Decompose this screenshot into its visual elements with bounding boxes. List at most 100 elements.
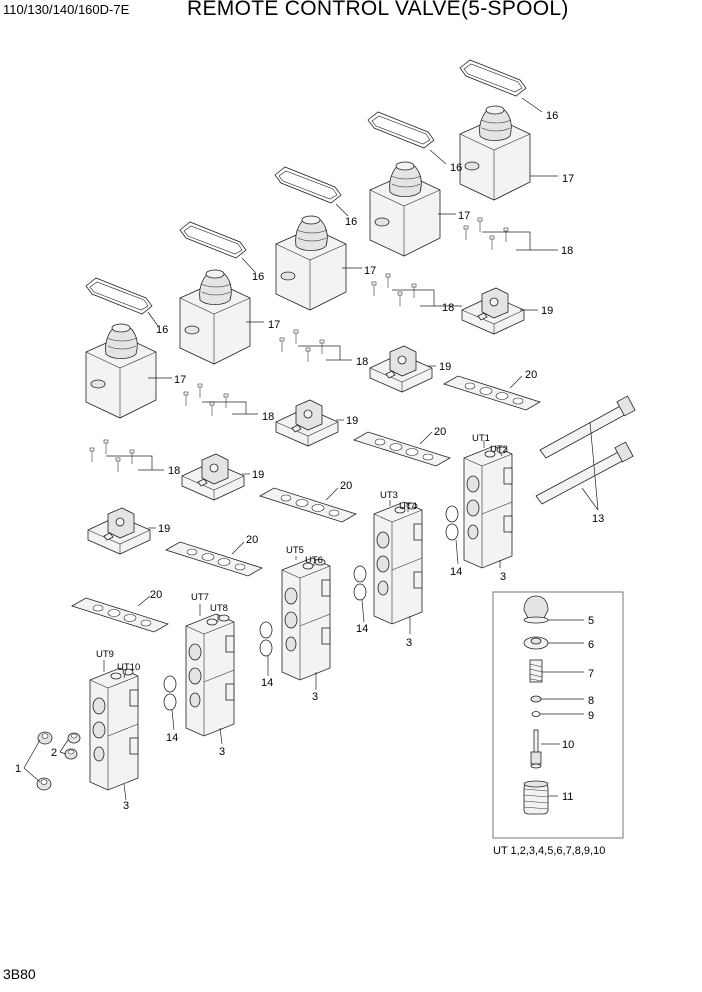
callout-17-b: 17: [458, 210, 470, 222]
port-ut5: UT5: [286, 545, 304, 556]
callout-2: 2: [51, 747, 57, 759]
callout-18-a: 18: [561, 245, 573, 257]
valve-body-3-e: [89, 667, 139, 791]
callout-18-b: 18: [442, 302, 454, 314]
callout-14-b: 14: [356, 623, 368, 635]
callout-3-e: 3: [123, 800, 129, 812]
callout-19-a: 19: [541, 305, 553, 317]
valve-body-3-d: [185, 613, 235, 737]
callout-5: 5: [588, 615, 594, 627]
bracket-19-c: [275, 399, 339, 447]
nut-1-b: [36, 777, 52, 791]
callout-16-d: 16: [252, 271, 264, 283]
callout-17-c: 17: [364, 265, 376, 277]
port-ut8: UT8: [210, 603, 228, 614]
callout-17-d: 17: [268, 319, 280, 331]
inset-leaders: [540, 619, 584, 797]
callout-16-e: 16: [156, 324, 168, 336]
callout-3-b: 3: [406, 637, 412, 649]
plate-20-a: [443, 375, 541, 411]
spring-11: [523, 780, 549, 815]
callout-1: 1: [15, 763, 21, 775]
valve-body-3-b: [373, 501, 423, 625]
callout-9: 9: [588, 710, 594, 722]
callout-13: 13: [592, 513, 604, 525]
cap-5: [523, 595, 549, 624]
callout-18-d: 18: [262, 411, 274, 423]
callout-17-a: 17: [562, 173, 574, 185]
callout-11: 11: [562, 791, 573, 803]
callout-19-d: 19: [252, 469, 264, 481]
bracket-19-a: [461, 287, 525, 335]
bracket-19-d: [181, 453, 245, 501]
callout-18-e: 18: [168, 465, 180, 477]
orings-14-a: [445, 505, 459, 541]
gasket-16-b: [367, 111, 435, 149]
orings-14-d: [163, 675, 177, 711]
model-number: 110/130/140/160D-7E: [3, 2, 130, 17]
callout-20-d: 20: [246, 534, 258, 546]
bracket-19-e: [87, 507, 151, 555]
callout-20-c: 20: [340, 480, 352, 492]
boot-17-b: [369, 161, 441, 257]
washer-8: [530, 695, 542, 703]
orings-14-c: [259, 621, 273, 657]
seat-6: [523, 636, 549, 650]
callout-17-e: 17: [174, 374, 186, 386]
bracket-19-b: [369, 345, 433, 393]
callout-20-e: 20: [150, 589, 162, 601]
bolts-18-a: [463, 217, 509, 251]
gasket-16-d: [179, 221, 247, 259]
spool-10: [530, 729, 542, 769]
callout-20-a: 20: [525, 369, 537, 381]
page-number: 3B80: [3, 966, 36, 982]
gasket-16-c: [274, 166, 342, 204]
callout-19-c: 19: [346, 415, 358, 427]
inset-caption: UT 1,2,3,4,5,6,7,8,9,10: [493, 845, 605, 857]
page-title: REMOTE CONTROL VALVE(5-SPOOL): [187, 0, 569, 20]
leader-lines: [23, 97, 599, 801]
plug-2-a: [67, 732, 81, 744]
callout-3-a: 3: [500, 571, 506, 583]
port-ut6: UT6: [305, 555, 323, 566]
port-ut1: UT1: [472, 433, 490, 444]
plate-20-c: [259, 487, 357, 523]
port-ut2: UT2: [490, 444, 508, 455]
callout-3-d: 3: [219, 746, 225, 758]
inset-box: [492, 591, 624, 839]
callout-16-a: 16: [546, 110, 558, 122]
callout-10: 10: [562, 739, 574, 751]
callout-8: 8: [588, 695, 594, 707]
plate-20-d: [165, 541, 263, 577]
callout-14-c: 14: [261, 677, 273, 689]
port-ut9: UT9: [96, 649, 114, 660]
spring-7: [529, 659, 543, 683]
gasket-16-e: [85, 277, 153, 315]
callout-14-a: 14: [450, 566, 462, 578]
callout-14-d: 14: [166, 732, 178, 744]
orings-14-b: [353, 565, 367, 601]
port-ut10: UT10: [117, 662, 140, 673]
port-ut3: UT3: [380, 490, 398, 501]
callout-19-e: 19: [158, 523, 170, 535]
callout-18-c: 18: [356, 356, 368, 368]
nut-1-a: [37, 731, 53, 745]
plug-2-b: [64, 748, 78, 760]
bolts-18-d: [183, 383, 229, 417]
plate-20-e: [71, 597, 169, 633]
gasket-16-a: [459, 59, 527, 97]
ring-9: [531, 711, 541, 717]
callout-7: 7: [588, 668, 594, 680]
boot-17-e: [85, 323, 157, 419]
callout-20-b: 20: [434, 426, 446, 438]
callout-3-c: 3: [312, 691, 318, 703]
valve-body-3-c: [281, 557, 331, 681]
boot-17-d: [179, 269, 251, 365]
valve-body-3-a: [463, 445, 513, 569]
port-ut4: UT4: [399, 501, 417, 512]
boot-17-c: [275, 215, 347, 311]
boot-17-a: [459, 105, 531, 201]
port-ut7: UT7: [191, 592, 209, 603]
callout-19-b: 19: [439, 361, 451, 373]
